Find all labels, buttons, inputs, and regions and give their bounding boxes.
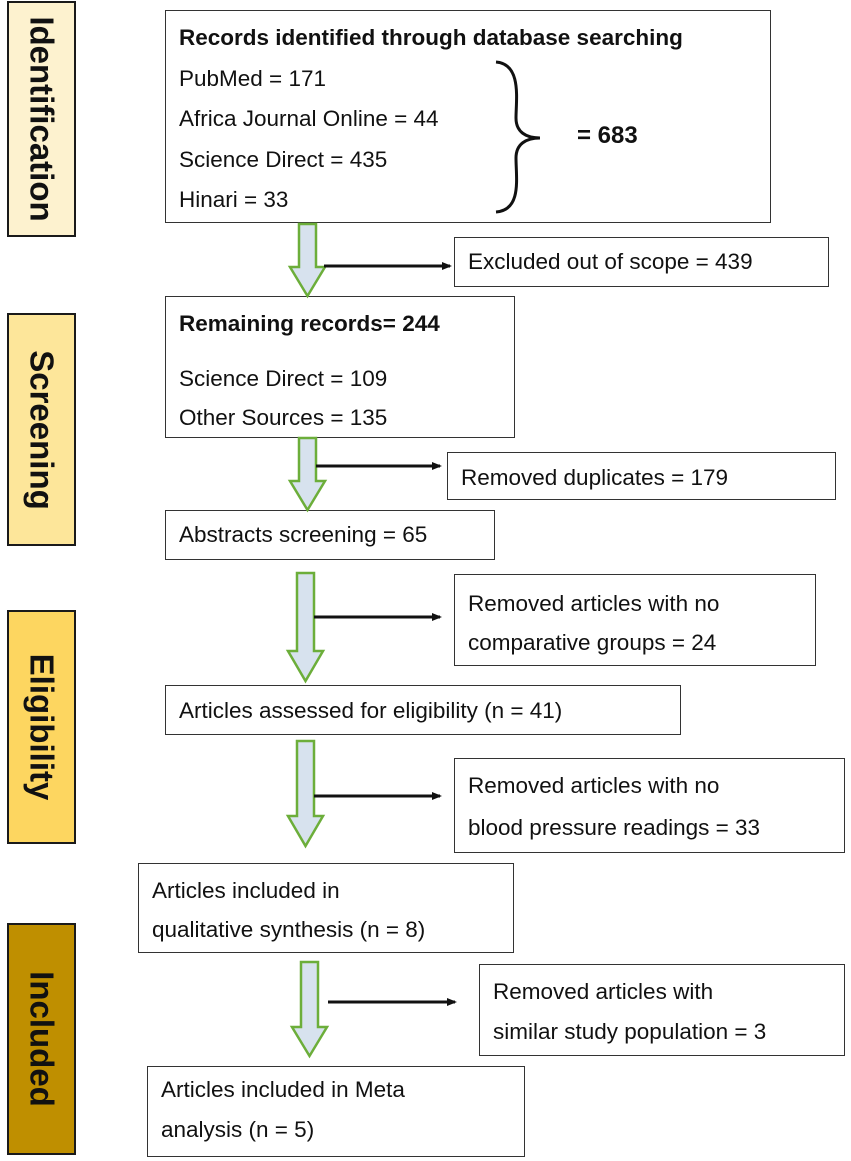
- removed-duplicates-box: Removed duplicates = 179: [447, 452, 836, 500]
- down-arrow-icon: [287, 222, 328, 299]
- removed-no-comparative-line2: comparative groups = 24: [468, 630, 717, 655]
- source-science-direct: Science Direct = 435: [179, 147, 388, 172]
- phase-eligibility: Eligibility: [7, 610, 76, 844]
- phase-identification: Identification: [7, 1, 76, 237]
- qualitative-synthesis-line1: Articles included in: [152, 878, 340, 903]
- qualitative-synthesis-line2: qualitative synthesis (n = 8): [152, 917, 426, 942]
- meta-analysis-box: Articles included in Meta analysis (n = …: [147, 1066, 525, 1157]
- abstracts-screening-box: Abstracts screening = 65: [165, 510, 495, 560]
- remaining-science-direct: Science Direct = 109: [179, 366, 388, 391]
- removed-no-bp-line2: blood pressure readings = 33: [468, 815, 761, 840]
- down-arrow-icon: [285, 739, 326, 849]
- source-africa-journal-online: Africa Journal Online = 44: [179, 106, 439, 131]
- assessed-eligibility-box: Articles assessed for eligibility (n = 4…: [165, 685, 681, 735]
- brace-icon: [495, 60, 541, 214]
- phase-included: Included: [7, 923, 76, 1155]
- removed-no-comparative-line1: Removed articles with no: [468, 591, 720, 616]
- removed-similar-population-line2: similar study population = 3: [493, 1019, 767, 1044]
- removed-similar-population-line1: Removed articles with: [493, 979, 714, 1004]
- down-arrow-icon: [285, 571, 326, 684]
- removed-no-comparative-box: Removed articles with no comparative gro…: [454, 574, 816, 666]
- excluded-scope-box: Excluded out of scope = 439: [454, 237, 829, 287]
- removed-duplicates-text: Removed duplicates = 179: [461, 465, 729, 490]
- source-hinari: Hinari = 33: [179, 187, 289, 212]
- phase-screening: Screening: [7, 313, 76, 546]
- identification-total: = 683: [577, 122, 638, 149]
- excluded-scope-text: Excluded out of scope = 439: [468, 249, 753, 274]
- identification-heading: Records identified through database sear…: [179, 25, 683, 50]
- remaining-other-sources: Other Sources = 135: [179, 405, 388, 430]
- removed-similar-population-box: Removed articles with similar study popu…: [479, 964, 845, 1056]
- identification-box: Records identified through database sear…: [165, 10, 771, 223]
- source-pubmed: PubMed = 171: [179, 66, 326, 91]
- abstracts-screening-text: Abstracts screening = 65: [179, 522, 428, 547]
- remaining-records-box: Remaining records= 244 Science Direct = …: [165, 296, 515, 438]
- meta-analysis-line2: analysis (n = 5): [161, 1117, 315, 1142]
- assessed-eligibility-text: Articles assessed for eligibility (n = 4…: [179, 698, 563, 723]
- removed-no-bp-line1: Removed articles with no: [468, 773, 720, 798]
- remaining-records-heading: Remaining records= 244: [179, 311, 440, 336]
- down-arrow-icon: [289, 960, 330, 1059]
- qualitative-synthesis-box: Articles included in qualitative synthes…: [138, 863, 514, 953]
- meta-analysis-line1: Articles included in Meta: [161, 1077, 405, 1102]
- down-arrow-icon: [287, 436, 328, 513]
- removed-no-bp-box: Removed articles with no blood pressure …: [454, 758, 845, 853]
